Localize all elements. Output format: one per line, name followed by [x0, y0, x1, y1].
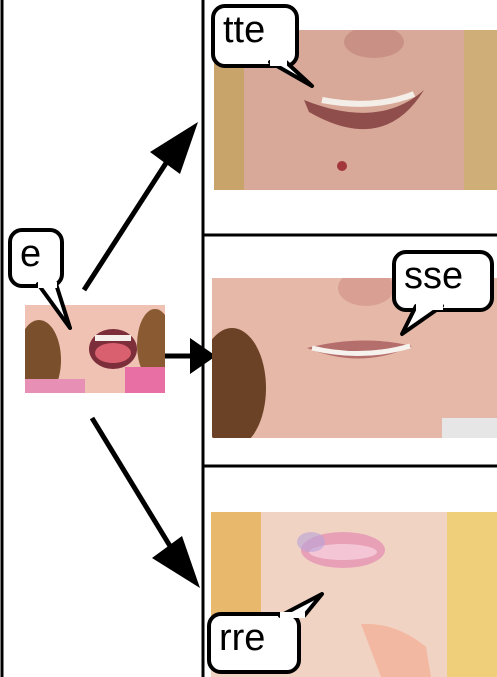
label-source-bubble: e [8, 228, 64, 288]
triangle-arrow-icon [152, 536, 200, 588]
label-top-text: tte [223, 10, 287, 50]
triangle-arrow-icon [150, 122, 198, 174]
label-source-text: e [20, 234, 52, 274]
arrow-line-bottom [92, 418, 170, 546]
bubble-tail-icon [276, 592, 326, 618]
arrow-line-top [84, 160, 168, 290]
bubble-tail-icon [398, 304, 448, 338]
label-bottom-bubble: rre [207, 612, 301, 674]
label-middle-text: sse [404, 256, 482, 296]
label-top-bubble: tte [211, 4, 299, 68]
label-bottom-text: rre [219, 618, 289, 658]
label-middle-bubble: sse [392, 250, 494, 312]
bubble-tail-icon [268, 60, 316, 90]
bubble-tail-icon [34, 282, 74, 332]
